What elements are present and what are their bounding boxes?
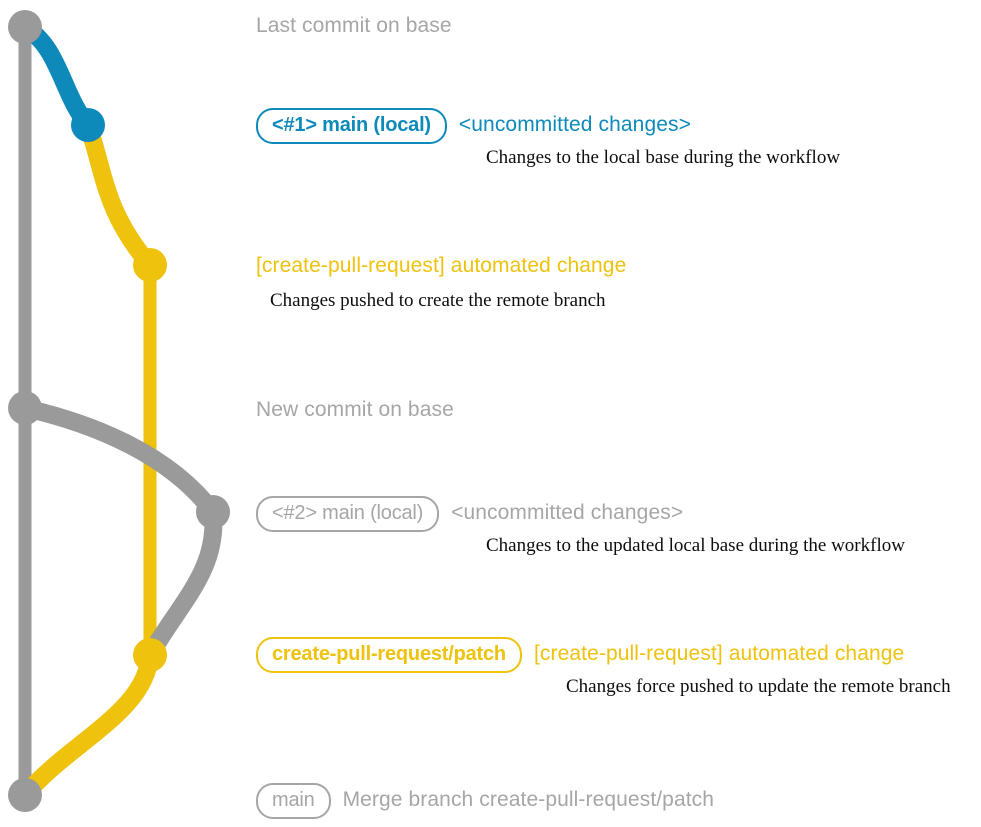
- commit-row-automated-change-2: create-pull-request/patch [create-pull-r…: [256, 637, 904, 673]
- ref-tag-create-pull-request-patch[interactable]: create-pull-request/patch: [256, 637, 522, 673]
- commit-description-local-uncommitted-2: Changes to the updated local base during…: [486, 535, 905, 556]
- graph-edge-basenew-to-local2: [16, 399, 222, 521]
- commit-subject-automated-change-1: [create-pull-request] automated change: [256, 254, 627, 277]
- commit-row-local-uncommitted-1: <#1> main (local) <uncommitted changes>: [256, 108, 691, 144]
- commit-subject-last-commit-on-base: Last commit on base: [256, 14, 452, 37]
- ref-tag-main[interactable]: main: [256, 783, 331, 819]
- commit-description-automated-change-1: Changes pushed to create the remote bran…: [270, 290, 606, 311]
- commit-node-merge: [8, 778, 42, 812]
- commit-subject-uncommitted-changes-2: <uncommitted changes>: [451, 501, 684, 524]
- commit-subject-automated-change-2: [create-pull-request] automated change: [533, 642, 905, 665]
- commit-row-merge-commit: main Merge branch create-pull-request/pa…: [256, 783, 714, 819]
- commit-node-patch-1: [133, 248, 167, 282]
- graph-edge-base-to-local1: [16, 18, 97, 134]
- commit-row-last-commit-on-base: Last commit on base: [256, 15, 452, 36]
- commit-subject-uncommitted-changes-1: <uncommitted changes>: [458, 113, 691, 136]
- commit-row-local-uncommitted-2: <#2> main (local) <uncommitted changes>: [256, 496, 683, 532]
- ref-tag-main-local-2[interactable]: <#2> main (local): [256, 496, 440, 532]
- commit-description-local-uncommitted-1: Changes to the local base during the wor…: [486, 147, 841, 168]
- commit-subject-new-commit-on-base: New commit on base: [256, 398, 454, 421]
- commit-node-patch-2: [133, 638, 167, 672]
- ref-tag-main-local-1[interactable]: <#1> main (local): [256, 108, 447, 144]
- graph-edge-local2-to-patch2: [141, 503, 223, 664]
- commit-row-new-commit-on-base: New commit on base: [256, 399, 454, 420]
- commit-node-local-2: [196, 495, 230, 529]
- commit-node-base-new: [8, 391, 42, 425]
- commit-description-automated-change-2: Changes force pushed to update the remot…: [566, 676, 951, 697]
- graph-edge-local1-to-patch1: [79, 116, 159, 274]
- commit-subject-merge-commit: Merge branch create-pull-request/patch: [342, 788, 715, 811]
- commit-node-local-1: [71, 108, 105, 142]
- commit-row-automated-change-1: [create-pull-request] automated change: [256, 255, 626, 276]
- graph-edge-patch2-to-merge: [16, 646, 159, 804]
- commit-node-base-head: [8, 10, 42, 44]
